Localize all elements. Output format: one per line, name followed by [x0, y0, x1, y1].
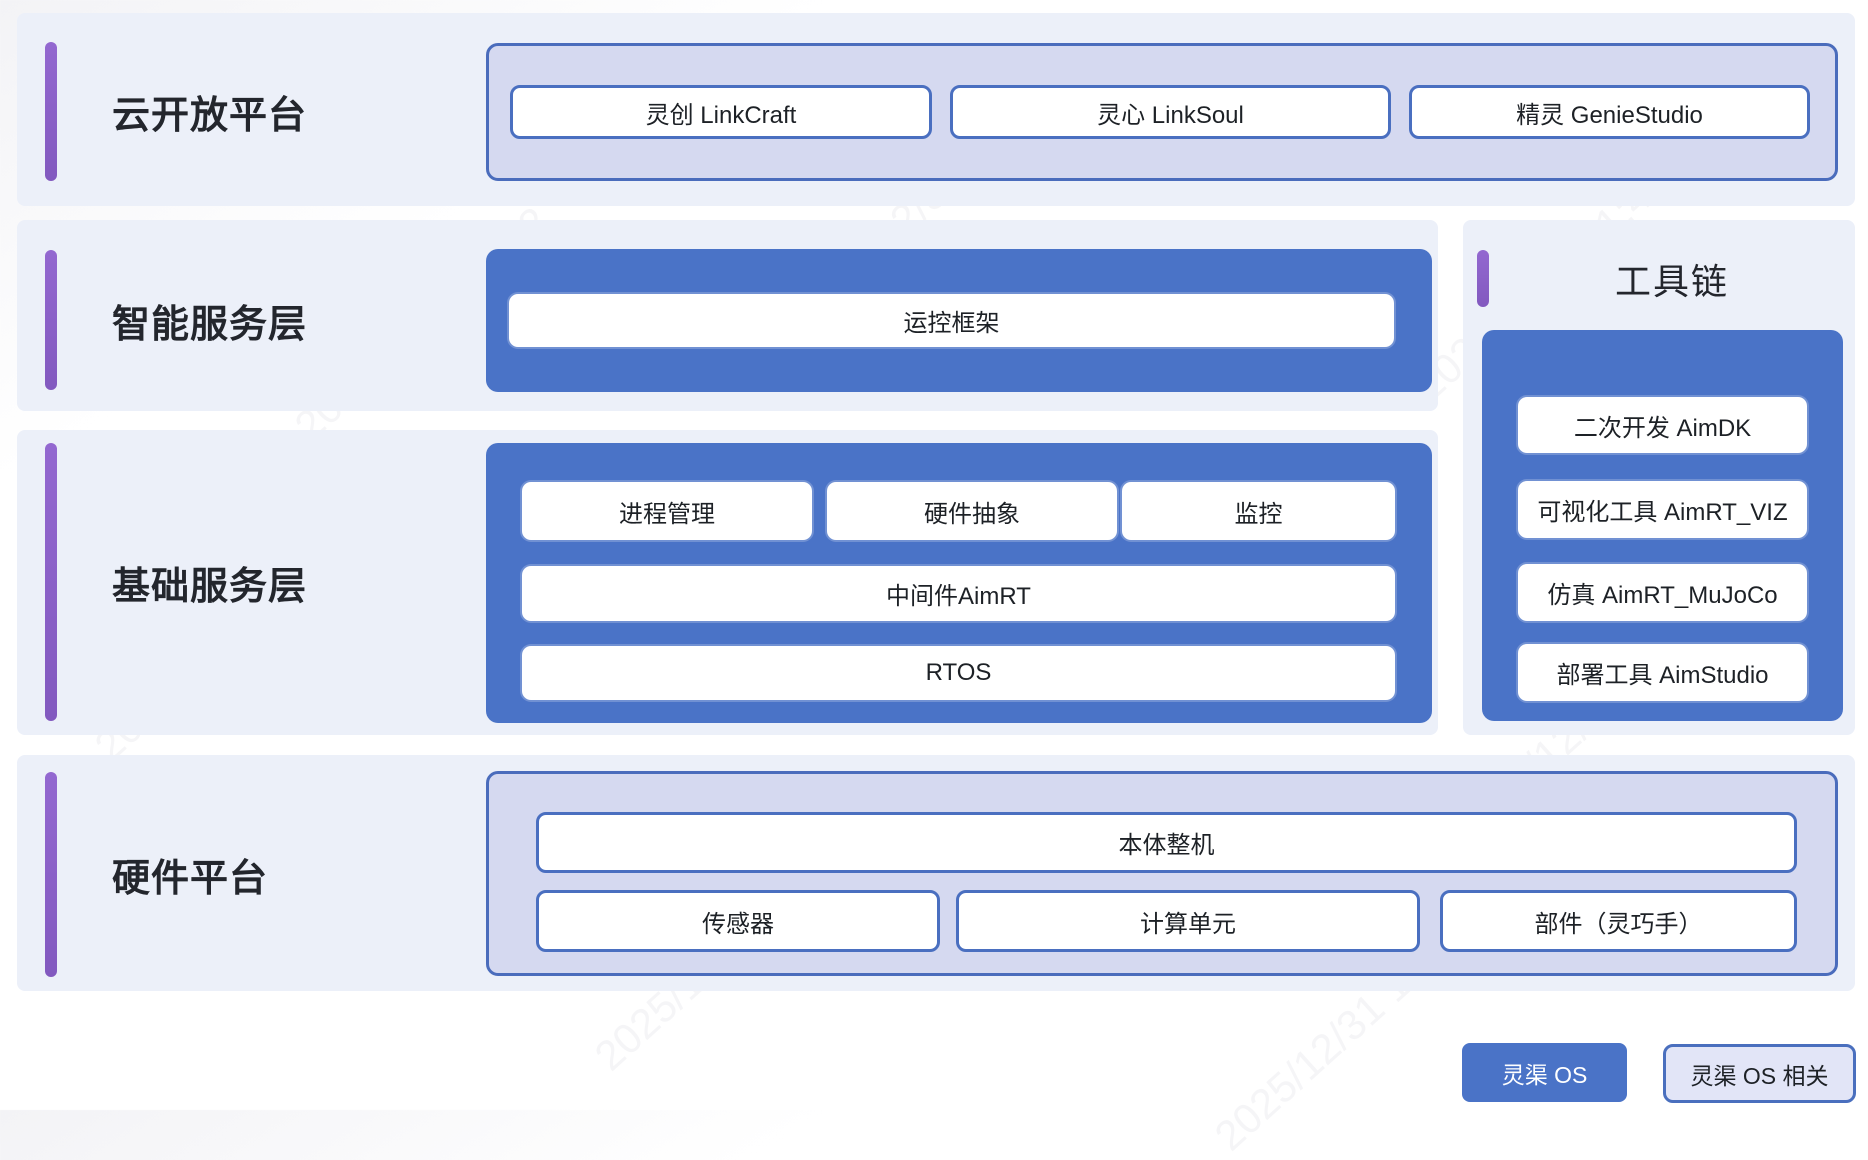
- hardware-section-label: 硬件平台: [112, 858, 269, 900]
- hardware-accent-bar: [45, 772, 57, 977]
- toolchain-section-label: 工具链: [1614, 260, 1729, 302]
- foundation-section-label: 基础服务层: [112, 565, 308, 608]
- module-box-monitoring: 监控: [1122, 482, 1395, 540]
- tool-box-aimdk: 二次开发 AimDK: [1518, 397, 1807, 453]
- tool-box-aimrt-mujoco: 仿真 AimRT_MuJoCo: [1518, 564, 1807, 621]
- cloud-accent-bar: [45, 42, 57, 181]
- cloud-container: 灵创 LinkCraft 灵心 LinkSoul 精灵 GenieStudio: [486, 43, 1838, 181]
- product-box-linksoul: 灵心 LinkSoul: [950, 85, 1391, 139]
- tool-box-aimstudio: 部署工具 AimStudio: [1518, 644, 1807, 701]
- product-box-linkcraft: 灵创 LinkCraft: [510, 85, 932, 139]
- section-toolchain: 工具链 二次开发 AimDK 可视化工具 AimRT_VIZ 仿真 AimRT_…: [1463, 220, 1855, 735]
- hardware-box-sensors: 传感器: [536, 890, 940, 952]
- foundation-container: 进程管理 硬件抽象 监控 中间件AimRT RTOS: [486, 443, 1432, 723]
- cloud-section-label: 云开放平台: [112, 95, 308, 137]
- module-box-middleware-aimrt: 中间件AimRT: [522, 566, 1395, 621]
- module-box-process-mgmt: 进程管理: [522, 482, 812, 540]
- hardware-box-dexterous-hand: 部件（灵巧手）: [1440, 890, 1797, 952]
- section-hardware-platform: 硬件平台 本体整机 传感器 计算单元 部件（灵巧手）: [17, 755, 1855, 991]
- intelligent-accent-bar: [45, 250, 57, 390]
- legend-lingqu-os: 灵渠 OS: [1462, 1043, 1627, 1102]
- foundation-accent-bar: [45, 443, 57, 721]
- module-box-motion-control: 运控框架: [509, 294, 1394, 347]
- intelligent-container: 运控框架: [486, 249, 1432, 392]
- toolchain-accent-bar: [1477, 250, 1489, 307]
- section-cloud-platform: 云开放平台 灵创 LinkCraft 灵心 LinkSoul 精灵 GenieS…: [17, 13, 1855, 206]
- section-intelligent-service: 智能服务层 运控框架: [17, 220, 1438, 411]
- product-box-geniestudio: 精灵 GenieStudio: [1409, 85, 1810, 139]
- section-foundation-service: 基础服务层 进程管理 硬件抽象 监控 中间件AimRT RTOS: [17, 430, 1438, 735]
- hardware-box-robot-body: 本体整机: [536, 812, 1797, 873]
- hardware-container: 本体整机 传感器 计算单元 部件（灵巧手）: [486, 771, 1838, 976]
- legend-lingqu-os-related: 灵渠 OS 相关: [1663, 1044, 1856, 1103]
- intelligent-section-label: 智能服务层: [112, 303, 308, 346]
- module-box-hw-abstraction: 硬件抽象: [827, 482, 1117, 540]
- module-box-rtos: RTOS: [522, 646, 1395, 700]
- toolchain-container: 二次开发 AimDK 可视化工具 AimRT_VIZ 仿真 AimRT_MuJo…: [1482, 330, 1843, 721]
- tool-box-aimrt-viz: 可视化工具 AimRT_VIZ: [1518, 481, 1807, 538]
- hardware-box-compute-unit: 计算单元: [956, 890, 1420, 952]
